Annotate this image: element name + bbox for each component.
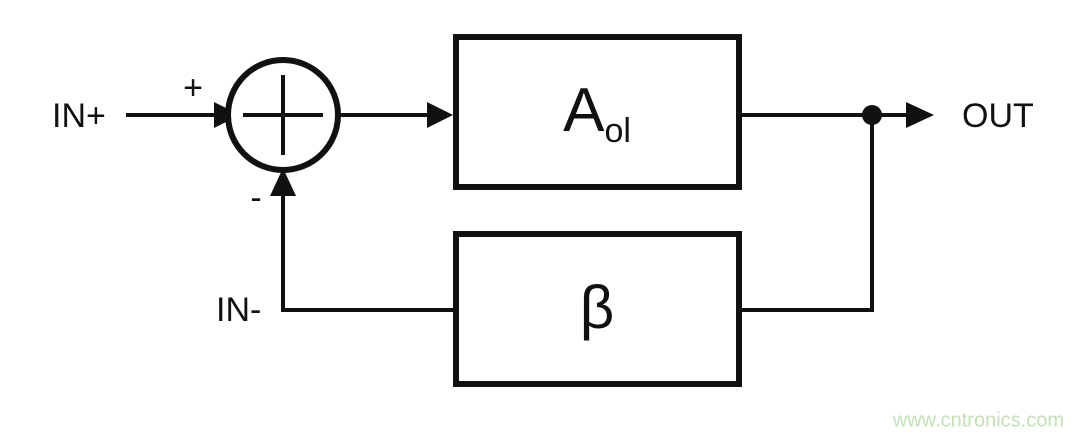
open-loop-gain-block[interactable] bbox=[453, 34, 742, 190]
feedback-network-block[interactable] bbox=[453, 231, 742, 387]
summing-plus-sign: + bbox=[183, 69, 203, 107]
arrowhead-into-gain-block bbox=[427, 102, 453, 128]
input-negative-label: IN- bbox=[216, 291, 261, 329]
summing-minus-sign: - bbox=[250, 179, 261, 217]
open-loop-gain-label: Aol bbox=[563, 76, 631, 150]
output-label: OUT bbox=[962, 97, 1034, 135]
arrowhead-output bbox=[906, 102, 934, 128]
open-loop-gain-label-sub: ol bbox=[604, 112, 630, 150]
input-positive-label: IN+ bbox=[52, 97, 106, 135]
arrowhead-feedback-into-summing-junction bbox=[270, 168, 296, 196]
open-loop-gain-label-main: A bbox=[563, 76, 605, 145]
watermark-text: www.cntronics.com bbox=[892, 409, 1064, 431]
feedback-network-label: β bbox=[580, 274, 615, 341]
